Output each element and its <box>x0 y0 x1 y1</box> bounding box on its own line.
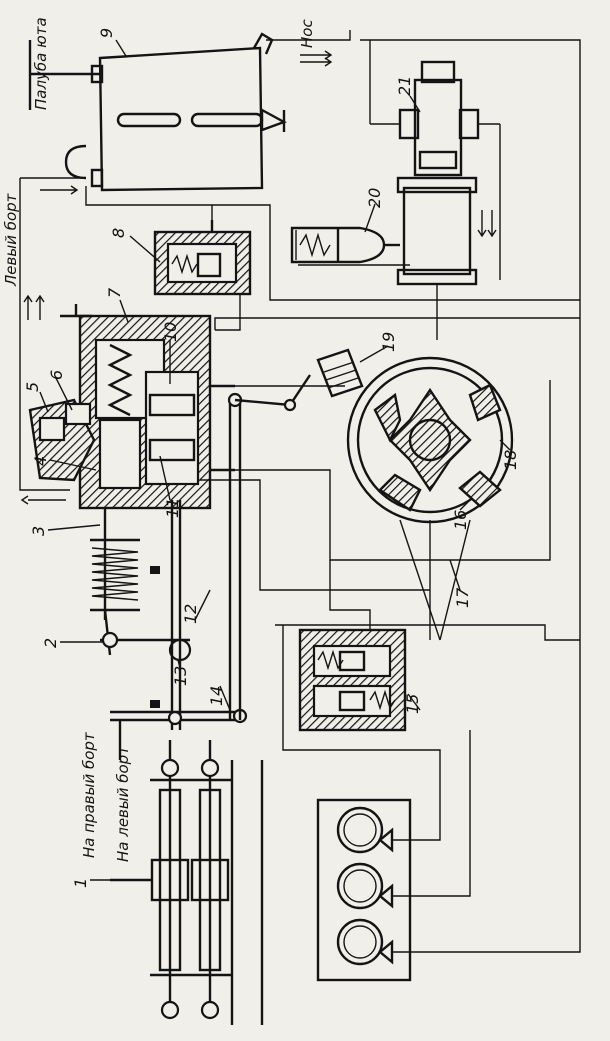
callout-1: 1 <box>71 878 90 888</box>
callout-11: 11 <box>163 498 182 518</box>
control-valve-block-7 <box>60 304 235 510</box>
pump-unit-21 <box>369 40 501 340</box>
expansion-tank-9 <box>28 32 287 192</box>
label-bow: Нос <box>298 19 316 48</box>
callout-9: 9 <box>97 28 116 38</box>
callout-8: 8 <box>109 228 128 238</box>
valve-15 <box>298 628 407 732</box>
linkage-2-13-14 <box>100 374 311 730</box>
callout-14: 14 <box>207 686 226 706</box>
callout-13: 13 <box>171 666 190 686</box>
label-to-port: На левый борт <box>114 745 132 862</box>
accumulator-20 <box>290 226 400 264</box>
label-port-side: Левый борт <box>2 192 20 287</box>
spring-assembly-3 <box>90 508 140 656</box>
callout-7: 7 <box>105 287 124 298</box>
rotary-vane-actuator-16-18 <box>346 356 514 641</box>
flow-arrows-top <box>20 50 497 505</box>
callout-6: 6 <box>47 370 66 380</box>
callout-20: 20 <box>365 188 384 208</box>
damper-19 <box>316 348 364 398</box>
callout-10: 10 <box>161 322 180 342</box>
callout-12: 12 <box>181 604 200 624</box>
callout-2: 2 <box>41 638 60 648</box>
callout-18: 18 <box>501 450 520 470</box>
callout-19: 19 <box>379 332 398 352</box>
callout-17: 17 <box>453 587 472 608</box>
callout-4: 4 <box>31 456 50 466</box>
valve-8 <box>153 220 252 296</box>
callout-16: 16 <box>451 510 470 530</box>
steering-rams-1 <box>110 720 264 1025</box>
label-to-starboard: На правый борт <box>80 731 98 858</box>
callout-5: 5 <box>23 382 42 392</box>
callout-21: 21 <box>395 76 414 96</box>
callout-leaders <box>39 39 511 881</box>
callout-15: 15 <box>403 694 422 714</box>
gauge-panel <box>316 640 581 982</box>
piping-top <box>19 30 581 640</box>
piping-middle <box>200 317 580 780</box>
callout-3: 3 <box>29 526 48 536</box>
label-poop-deck: Палуба юта <box>32 17 50 110</box>
